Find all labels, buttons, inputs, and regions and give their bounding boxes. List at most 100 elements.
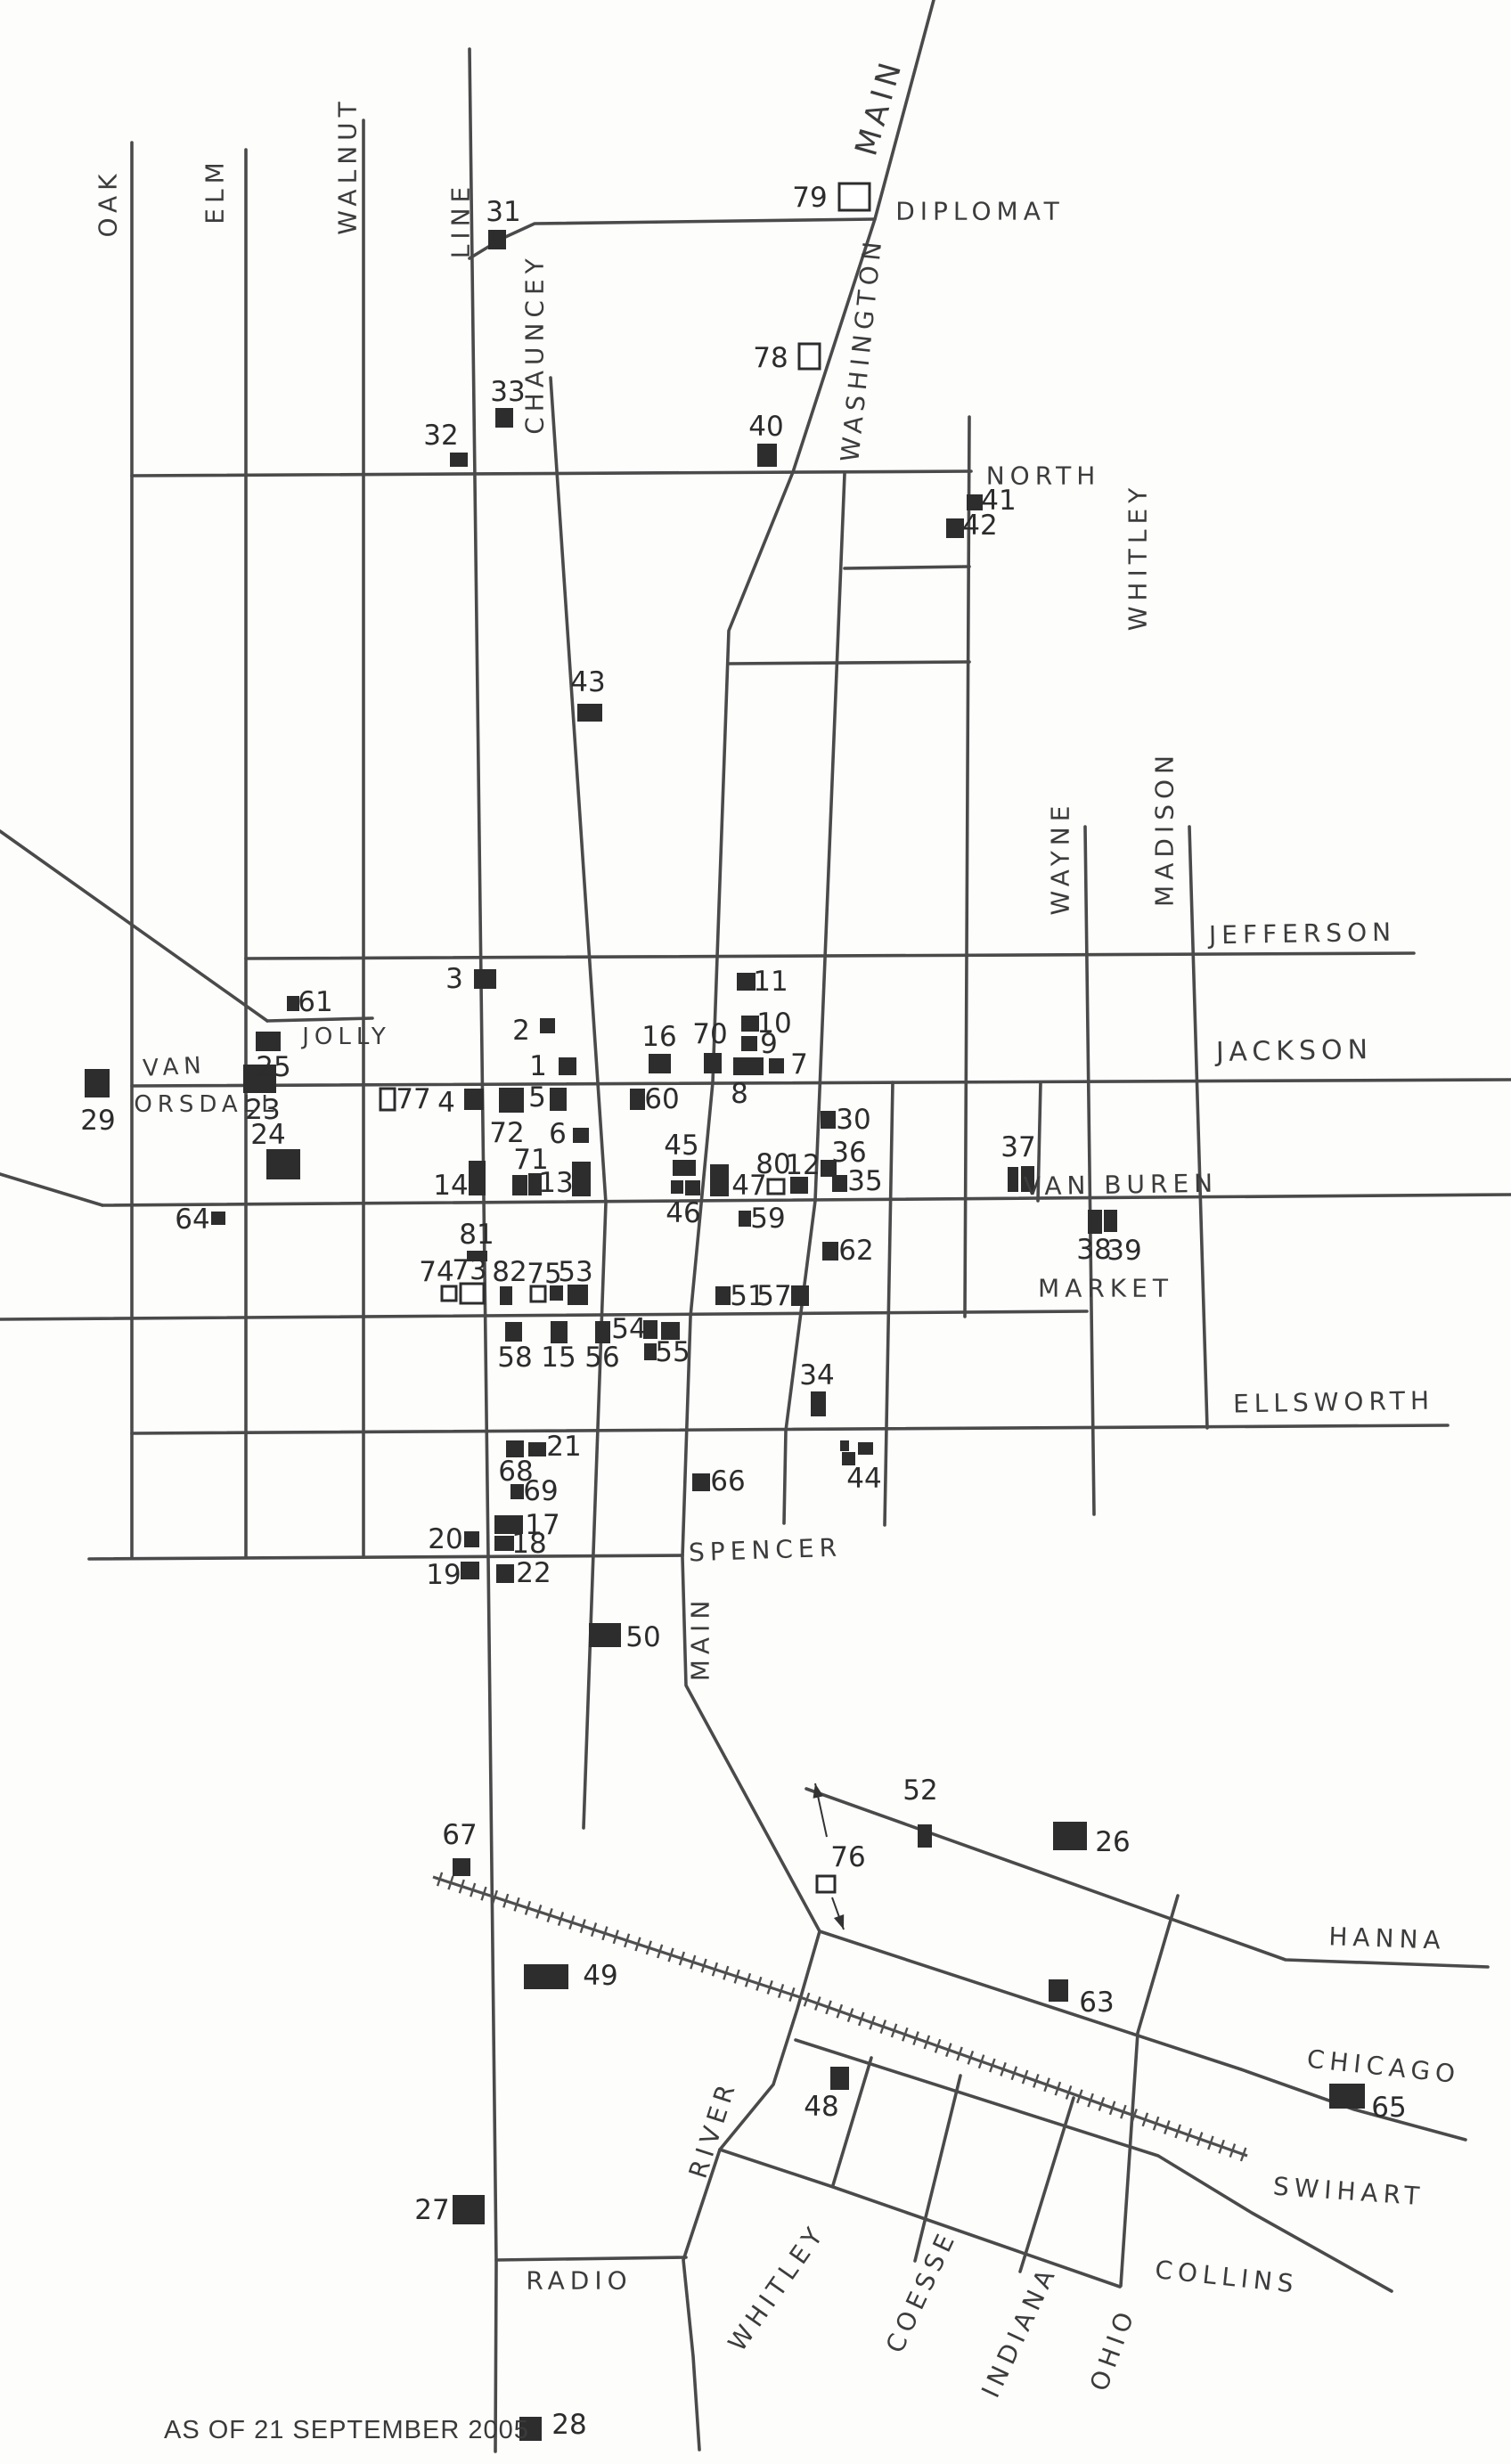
site-72-number: 72 bbox=[489, 1117, 524, 1149]
site-28: 28 bbox=[519, 2409, 587, 2441]
site-24-number: 24 bbox=[250, 1119, 285, 1151]
site-32-number: 32 bbox=[423, 420, 458, 452]
railroad-tick bbox=[678, 1951, 686, 1966]
railroad-tick bbox=[491, 1889, 499, 1905]
site-58-number: 58 bbox=[497, 1342, 532, 1374]
site-7: 7 bbox=[769, 1048, 808, 1081]
site-16: 16 bbox=[641, 1021, 677, 1073]
site-50: 50 bbox=[589, 1621, 661, 1653]
site-25-filled-square bbox=[256, 1032, 281, 1051]
site-8: 8 bbox=[731, 1057, 764, 1110]
street-indiana bbox=[1018, 2096, 1075, 2273]
site-22-number: 22 bbox=[516, 1557, 551, 1589]
site-11: 11 bbox=[737, 966, 788, 998]
railroad-tick bbox=[723, 1965, 730, 1980]
site-23-number: 23 bbox=[245, 1094, 280, 1126]
street-swihart-road bbox=[794, 2038, 1393, 2293]
site-5-number: 5 bbox=[528, 1081, 546, 1114]
railroad-tick bbox=[890, 2023, 898, 2038]
street-whitley-north bbox=[963, 415, 971, 1318]
railroad-tick bbox=[535, 1904, 543, 1919]
site-16-filled-square bbox=[649, 1054, 671, 1073]
site-81-filled-square bbox=[467, 1251, 487, 1261]
site-27-filled-square bbox=[453, 2195, 485, 2224]
railroad-tick bbox=[711, 1962, 719, 1977]
site-15: 15 bbox=[541, 1321, 576, 1374]
site-50-filled-square bbox=[589, 1623, 621, 1647]
site-44: 44 bbox=[840, 1440, 882, 1495]
street-label-van-buren: VAN BUREN bbox=[1024, 1169, 1219, 1202]
site-25-number: 25 bbox=[256, 1051, 290, 1083]
street-jolly bbox=[265, 1016, 374, 1023]
railroad-tick bbox=[667, 1947, 674, 1962]
railroad-line bbox=[432, 1875, 1248, 2158]
street-label-van: VAN bbox=[143, 1052, 208, 1082]
site-45-filled-square bbox=[685, 1180, 700, 1195]
street-label-market: MARKET bbox=[1038, 1274, 1173, 1303]
site-71-filled-square bbox=[512, 1175, 527, 1195]
street-label-orsdall: ORSDALL bbox=[134, 1091, 279, 1118]
site-55: 55 bbox=[644, 1322, 690, 1368]
site-33: 33 bbox=[490, 376, 526, 428]
site-75-open-square bbox=[529, 1285, 547, 1303]
site-41-filled-square bbox=[967, 494, 983, 510]
site-54-filled-square bbox=[643, 1320, 657, 1339]
site-58-filled-square bbox=[505, 1322, 522, 1342]
site-72: 72 bbox=[489, 1088, 525, 1149]
site-9-number: 9 bbox=[760, 1028, 778, 1060]
site-5-filled-square bbox=[550, 1088, 567, 1111]
street-ellsworth bbox=[130, 1424, 1450, 1435]
site-38-filled-square bbox=[1088, 1210, 1102, 1234]
railroad-tick bbox=[1131, 2109, 1138, 2123]
street-jackson bbox=[130, 1078, 1511, 1088]
street-label-diplomat: DIPLOMAT bbox=[895, 197, 1065, 226]
site-13-number: 13 bbox=[538, 1167, 573, 1199]
street-chicago-road bbox=[818, 1930, 1467, 2142]
street-label-hanna: HANNA bbox=[1328, 1921, 1446, 1955]
site-39: 39 bbox=[1104, 1210, 1142, 1267]
site-70: 70 bbox=[692, 1018, 728, 1073]
railroad-tick bbox=[934, 2038, 942, 2053]
site-49-number: 49 bbox=[583, 1960, 617, 1992]
site-39-number: 39 bbox=[1107, 1235, 1141, 1267]
site-79-number: 79 bbox=[792, 182, 827, 214]
street-label-oak: OAK bbox=[94, 168, 123, 237]
site-12-number: 12 bbox=[785, 1149, 820, 1181]
site-3-filled-square bbox=[474, 969, 496, 989]
site-31: 31 bbox=[486, 196, 521, 249]
site-27-number: 27 bbox=[414, 2194, 449, 2226]
site-61-filled-square bbox=[287, 996, 299, 1011]
street-label-indiana: INDIANA bbox=[976, 2260, 1063, 2402]
site-13: 13 bbox=[538, 1162, 591, 1199]
street-label-chicago: CHICAGO bbox=[1305, 2044, 1461, 2090]
street-label-ellsworth: ELLSWORTH bbox=[1233, 1386, 1435, 1419]
site-81-number: 81 bbox=[459, 1219, 494, 1251]
site-1-number: 1 bbox=[529, 1050, 547, 1082]
site-67: 67 bbox=[442, 1819, 478, 1876]
site-29-number: 29 bbox=[80, 1105, 115, 1137]
site-8-number: 8 bbox=[731, 1078, 748, 1110]
street-ohio bbox=[1119, 1894, 1180, 2288]
site-73-open-square bbox=[459, 1282, 486, 1305]
railroad-tick bbox=[1229, 2143, 1237, 2158]
site-45-number: 45 bbox=[664, 1130, 698, 1162]
site-80: 80 bbox=[756, 1148, 791, 1195]
site-68-filled-square bbox=[506, 1440, 524, 1457]
arrow-up-76 bbox=[813, 1783, 828, 1838]
street-spencer bbox=[87, 1554, 684, 1561]
site-48-filled-square bbox=[830, 2067, 849, 2090]
site-76: 76 bbox=[815, 1841, 866, 1894]
site-12-filled-square bbox=[790, 1177, 808, 1194]
site-68: 68 bbox=[498, 1440, 534, 1488]
site-17-number: 17 bbox=[525, 1509, 559, 1541]
site-51: 51 bbox=[715, 1280, 765, 1312]
site-44-filled-square bbox=[842, 1452, 855, 1465]
site-32-filled-square bbox=[450, 453, 468, 467]
site-78: 78 bbox=[753, 342, 821, 374]
street-grid-h2 bbox=[727, 660, 971, 665]
railroad-tick bbox=[623, 1933, 631, 1948]
railroad-tick bbox=[967, 2050, 975, 2065]
arrow-down-76 bbox=[831, 1897, 845, 1930]
street-radio bbox=[494, 2256, 688, 2262]
